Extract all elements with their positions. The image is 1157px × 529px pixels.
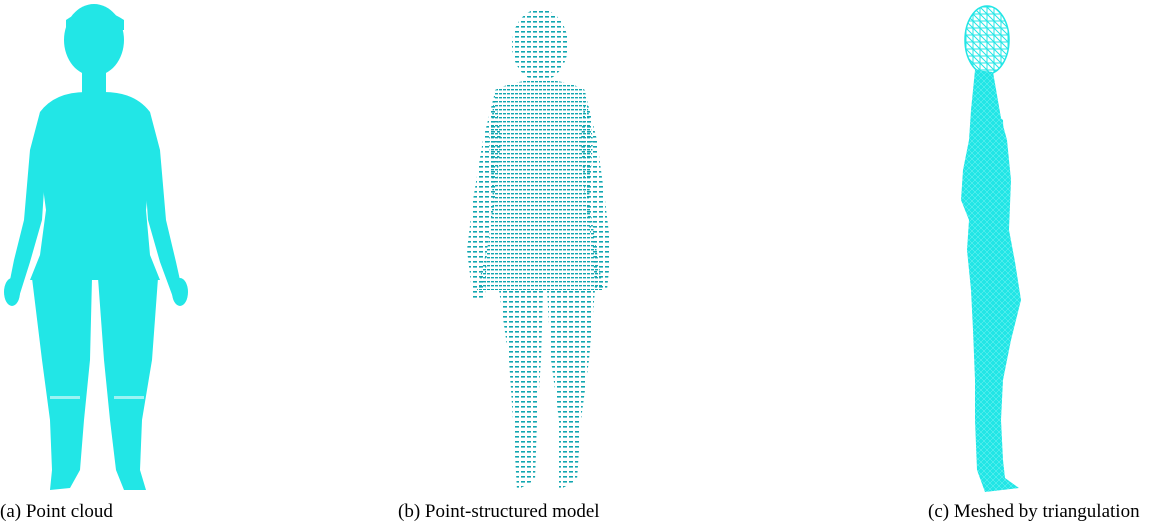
caption-a: (a) Point cloud: [0, 500, 113, 524]
caption-c: (c) Meshed by triangulation: [928, 500, 1140, 524]
panel-point-structured: [455, 0, 630, 500]
point-cloud-figure: [0, 0, 200, 500]
point-structured-figure: [455, 0, 630, 500]
triangulated-mesh-figure: [945, 0, 1035, 500]
panel-point-cloud: [0, 0, 200, 500]
caption-b: (b) Point-structured model: [398, 500, 600, 524]
panel-triangulated-mesh: [945, 0, 1035, 500]
